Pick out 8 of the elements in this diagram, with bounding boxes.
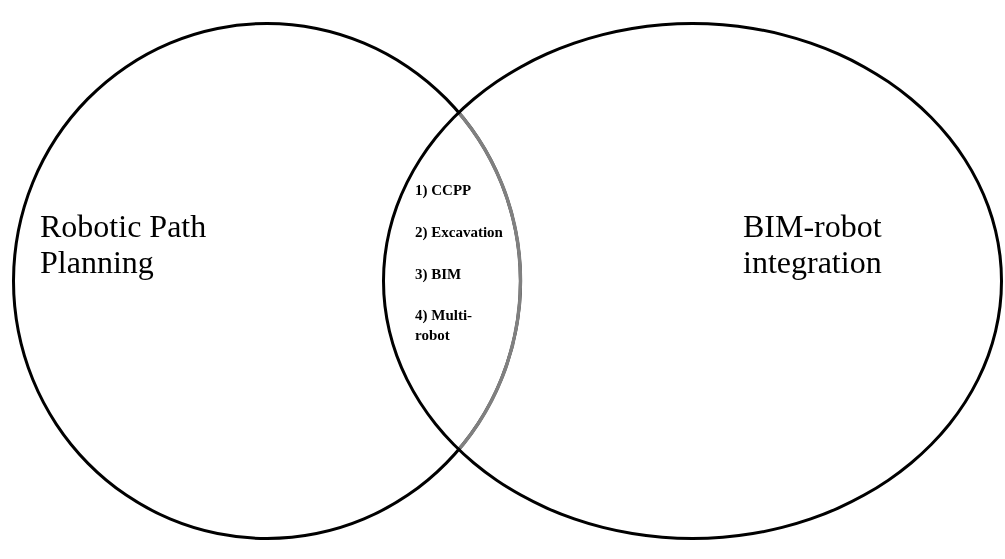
circle-label: BIM-robot integration [743, 208, 883, 280]
list-item: 2) Excavation [415, 223, 503, 242]
venn-circle [382, 22, 1003, 540]
venn-circle [12, 22, 522, 540]
circle-label: Robotic Path Planning [40, 208, 208, 280]
list-item: 3) BIM [415, 265, 462, 284]
list-item: 1) CCPP [415, 181, 472, 200]
list-item: 4) Multi-robot [415, 306, 474, 345]
